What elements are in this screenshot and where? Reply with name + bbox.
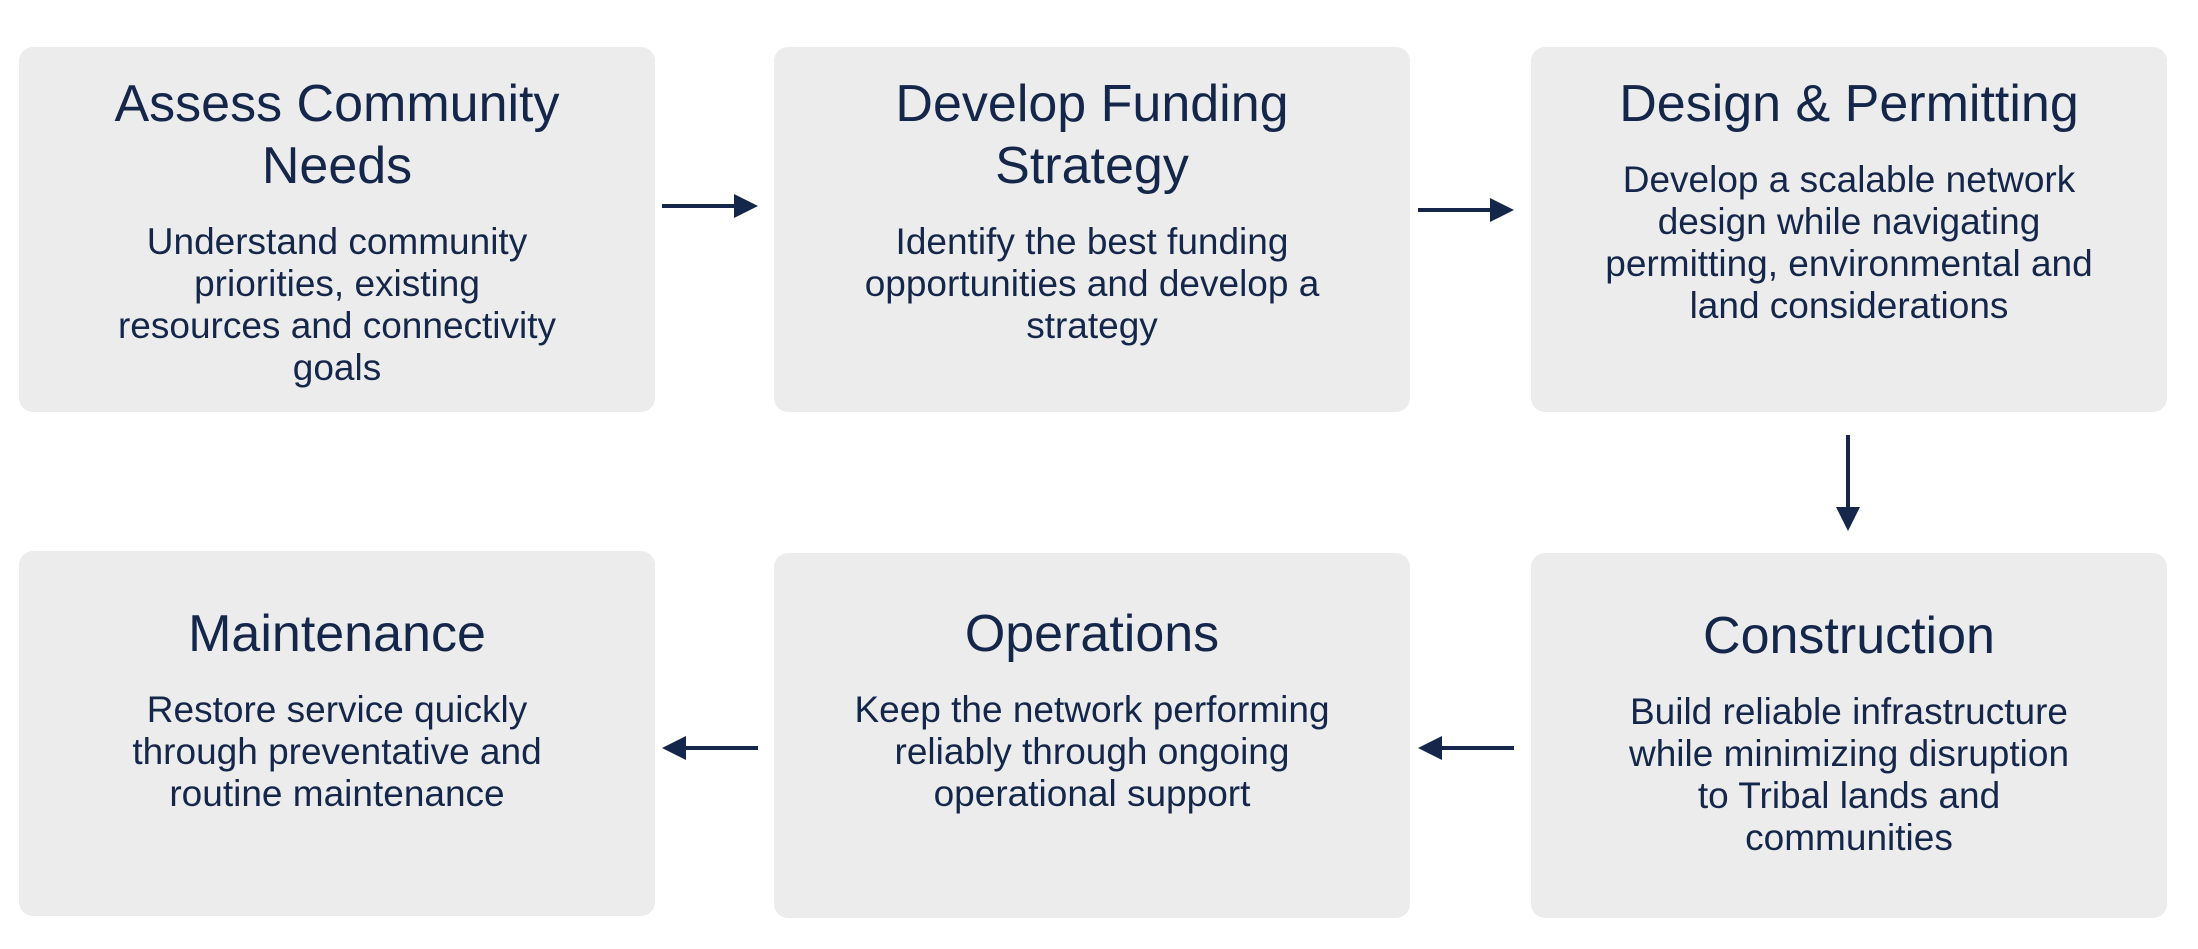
- step-title: Operations: [964, 605, 1220, 663]
- step-card-construction: Construction Build reliable infrastructu…: [1531, 553, 2167, 918]
- step-description: Build reliable infrastructure while mini…: [1628, 691, 2070, 858]
- step-title: Construction: [1703, 607, 1995, 665]
- step-description: Develop a scalable network design while …: [1605, 159, 2093, 326]
- step-title: Assess Community Needs: [114, 75, 560, 195]
- arrow-down-icon: [1834, 435, 1862, 531]
- step-description: Restore service quickly through preventa…: [132, 689, 542, 814]
- step-card-operations: Operations Keep the network performing r…: [774, 553, 1410, 918]
- arrow-right-icon: [662, 192, 758, 220]
- arrow-right-icon: [1418, 196, 1514, 224]
- step-title: Develop Funding Strategy: [895, 75, 1289, 195]
- step-card-maintenance: Maintenance Restore service quickly thro…: [19, 551, 655, 916]
- step-title: Design & Permitting: [1619, 75, 2079, 133]
- step-description: Identify the best funding opportunities …: [864, 221, 1320, 346]
- step-description: Understand community priorities, existin…: [117, 221, 557, 388]
- step-card-design-permitting: Design & Permitting Develop a scalable n…: [1531, 47, 2167, 412]
- step-card-assess-community-needs: Assess Community Needs Understand commun…: [19, 47, 655, 412]
- step-title: Maintenance: [188, 605, 486, 663]
- step-description: Keep the network performing reliably thr…: [854, 689, 1330, 814]
- arrow-left-icon: [1418, 734, 1514, 762]
- step-card-develop-funding-strategy: Develop Funding Strategy Identify the be…: [774, 47, 1410, 412]
- arrow-left-icon: [662, 734, 758, 762]
